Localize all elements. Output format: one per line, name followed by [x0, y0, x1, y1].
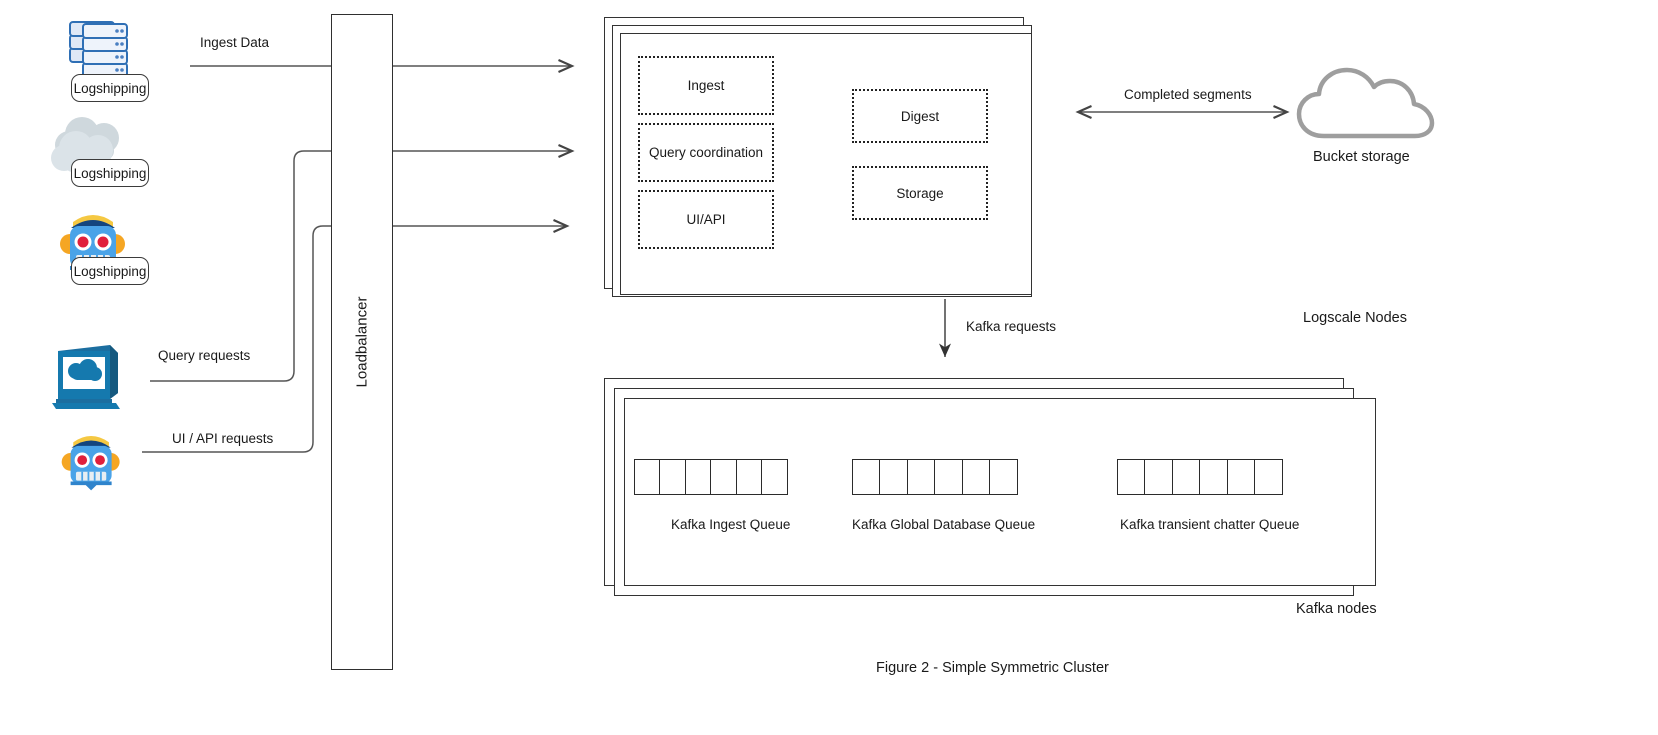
component-label: Storage: [896, 185, 944, 201]
logscale-component-query-coordination[interactable]: Query coordination: [638, 123, 774, 182]
logscale-component-ingest[interactable]: Ingest: [638, 56, 774, 115]
component-label: Digest: [900, 108, 940, 124]
queue-cell[interactable]: [989, 459, 1019, 495]
queue-cell[interactable]: [879, 459, 909, 495]
queue-cell[interactable]: [1254, 459, 1284, 495]
loadbalancer-label: Loadbalancer: [353, 296, 371, 388]
robot-icon: [58, 428, 126, 494]
queue-cell[interactable]: [1199, 459, 1229, 495]
logscale-component-ui-api[interactable]: UI/API: [638, 190, 774, 249]
queue-cell[interactable]: [735, 459, 763, 495]
source-chip-label: Logshipping: [73, 165, 147, 181]
loadbalancer-box[interactable]: Loadbalancer: [331, 14, 393, 670]
logscale-component-storage[interactable]: Storage: [852, 166, 988, 220]
desktop-computer-icon: [50, 337, 126, 411]
queue-cell[interactable]: [761, 459, 789, 495]
source-chip-logshipping-3[interactable]: Logshipping: [71, 257, 149, 285]
kafka-queue-ingest[interactable]: [634, 459, 789, 495]
queue-cell[interactable]: [684, 459, 712, 495]
logscale-node-stack-front[interactable]: Ingest Query coordination UI/API Digest …: [620, 33, 1032, 295]
kafka-node-stack-front[interactable]: Kafka Ingest Queue Kafka Global Database…: [624, 398, 1376, 586]
kafka-queue-transient-chatter[interactable]: [1117, 459, 1284, 495]
flow-label-kafka-requests: Kafka requests: [966, 319, 1057, 334]
logscale-component-digest[interactable]: Digest: [852, 89, 988, 143]
queue-cell[interactable]: [634, 459, 661, 495]
figure-caption: Figure 2 - Simple Symmetric Cluster: [876, 660, 1109, 676]
queue-cell[interactable]: [1226, 459, 1256, 495]
flow-label-query-requests: Query requests: [158, 348, 251, 363]
queue-cell[interactable]: [934, 459, 964, 495]
component-label: Ingest: [687, 78, 725, 93]
kafka-queue-global-database[interactable]: [852, 459, 1019, 495]
source-chip-label: Logshipping: [73, 80, 147, 96]
source-chip-logshipping-1[interactable]: Logshipping: [71, 74, 149, 102]
source-chip-logshipping-2[interactable]: Logshipping: [71, 159, 149, 187]
flow-label-ingest-data: Ingest Data: [200, 35, 270, 50]
component-label: UI/API: [686, 212, 726, 227]
server-stack-icon: [64, 18, 138, 90]
queue-cell[interactable]: [1117, 459, 1146, 495]
cloud-outline-icon: [1293, 58, 1438, 148]
kafka-queue-label-transient-chatter: Kafka transient chatter Queue: [1120, 517, 1300, 532]
queue-cell[interactable]: [1171, 459, 1201, 495]
bucket-storage-label: Bucket storage: [1313, 149, 1410, 165]
kafka-queue-label-ingest: Kafka Ingest Queue: [671, 517, 791, 532]
flow-label-completed-segments: Completed segments: [1124, 87, 1252, 102]
queue-cell[interactable]: [710, 459, 738, 495]
queue-cell[interactable]: [961, 459, 991, 495]
source-chip-label: Logshipping: [73, 263, 147, 279]
flow-label-ui-api-requests: UI / API requests: [172, 431, 274, 446]
component-label: Query coordination: [648, 145, 764, 160]
queue-cell[interactable]: [906, 459, 936, 495]
queue-cell[interactable]: [659, 459, 687, 495]
queue-cell[interactable]: [1144, 459, 1174, 495]
logscale-nodes-group-label: Logscale Nodes: [1303, 310, 1407, 326]
kafka-queue-label-global-database: Kafka Global Database Queue: [852, 517, 1036, 532]
queue-cell[interactable]: [852, 459, 881, 495]
kafka-nodes-group-label: Kafka nodes: [1296, 601, 1377, 617]
